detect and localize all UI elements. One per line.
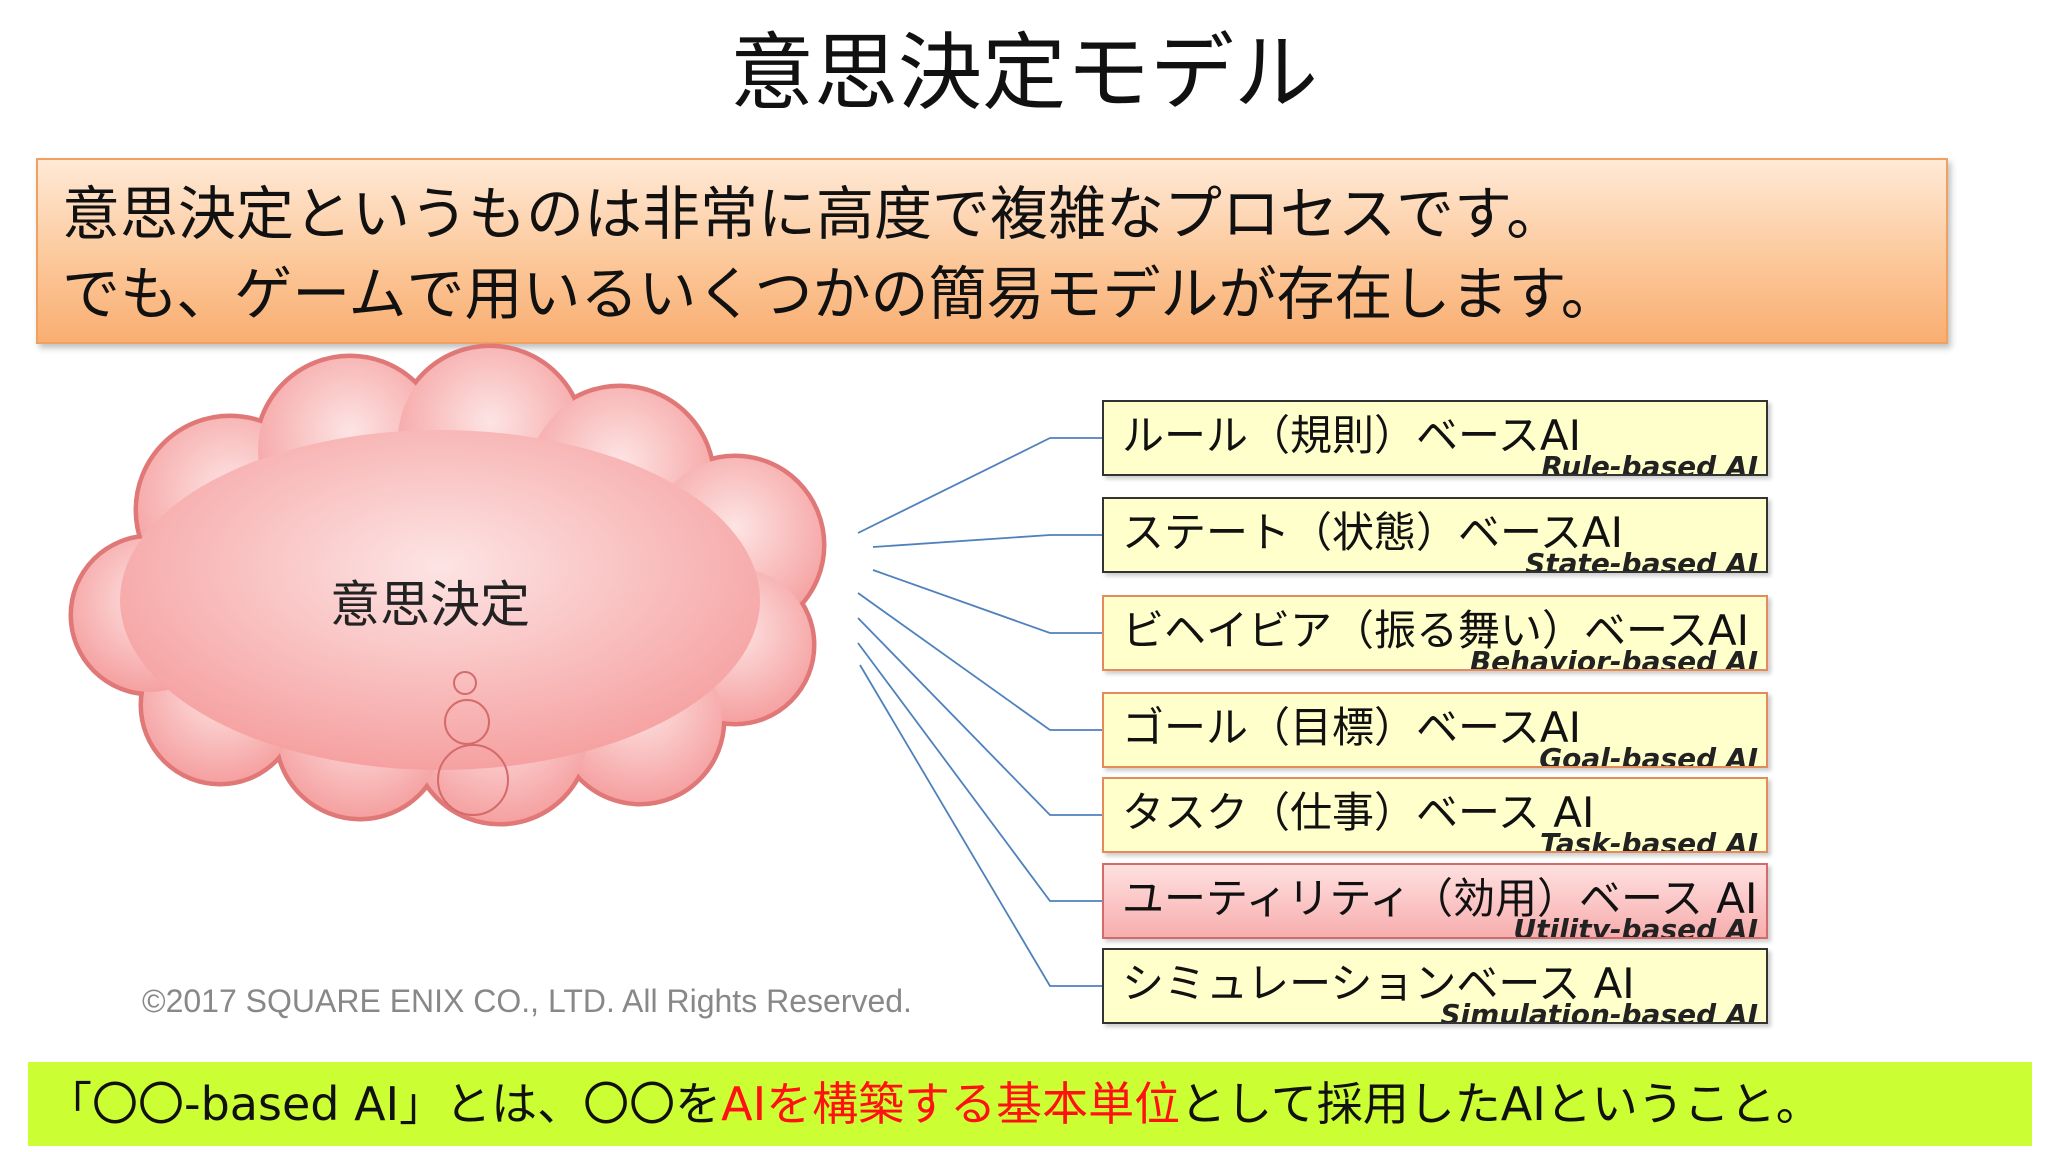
model-label-en: Simulation-based AI (1440, 998, 1758, 1024)
footer-text-part-3: として採用したAIということ。 (1180, 1077, 1822, 1131)
copyright-notice: ©2017 SQUARE ENIX CO., LTD. All Rights R… (142, 983, 912, 1019)
thought-bubble-medium (444, 699, 490, 745)
model-label-en: Behavior-based AI (1469, 645, 1758, 671)
model-label-jp: ビヘイビア（振る舞い）ベースAI (1122, 606, 1750, 655)
connectors (857, 437, 1102, 987)
model-label-jp: シミュレーションベース AI (1122, 959, 1635, 1008)
intro-line-1: 意思決定というものは非常に高度で複雑なプロセスです。 (62, 180, 1565, 248)
connector-line-2 (872, 534, 1102, 548)
model-label-jp: ルール（規則）ベースAI (1122, 411, 1582, 460)
footer-banner: 「〇〇-based AI」とは、〇〇をAIを構築する基本単位として採用したAIと… (28, 1062, 2032, 1146)
cloud-shape (68, 343, 827, 827)
connector-line-1 (857, 437, 1102, 534)
model-label-jp: ゴール（目標）ベースAI (1122, 703, 1582, 752)
connector-line-5 (857, 617, 1102, 816)
connector-line-6 (857, 642, 1102, 902)
thought-bubbles (437, 671, 509, 816)
connector-line-7 (859, 664, 1102, 987)
model-label-en: Goal-based AI (1539, 742, 1758, 768)
model-label-jp: ステート（状態）ベースAI (1122, 508, 1624, 557)
cloud-label: 意思決定 (330, 576, 530, 634)
slide-title: 意思決定モデル (729, 24, 1318, 122)
thought-bubble-small (453, 671, 477, 695)
model-label-en: Task-based AI (1539, 827, 1758, 853)
model-label-en: State-based AI (1525, 547, 1758, 573)
footer-highlight: AIを構築する基本単位 (721, 1077, 1181, 1131)
intro-line-2: でも、ゲームで用いるいくつかの簡易モデルが存在します。 (62, 260, 1619, 328)
footer-text-part-1: 「〇〇-based AI」とは、〇〇を (46, 1077, 722, 1131)
thought-bubble-large (437, 744, 509, 816)
model-label-jp: タスク（仕事）ベース AI (1122, 788, 1595, 837)
connector-line-3 (872, 569, 1102, 634)
model-label-en: Rule-based AI (1541, 450, 1758, 476)
intro-box: 意思決定というものは非常に高度で複雑なプロセスです。 でも、ゲームで用いるいくつ… (36, 158, 1948, 344)
model-label-jp: ユーティリティ（効用）ベース AI (1122, 874, 1758, 923)
model-label-en: Utility-based AI (1513, 913, 1758, 939)
connector-line-4 (857, 592, 1102, 731)
